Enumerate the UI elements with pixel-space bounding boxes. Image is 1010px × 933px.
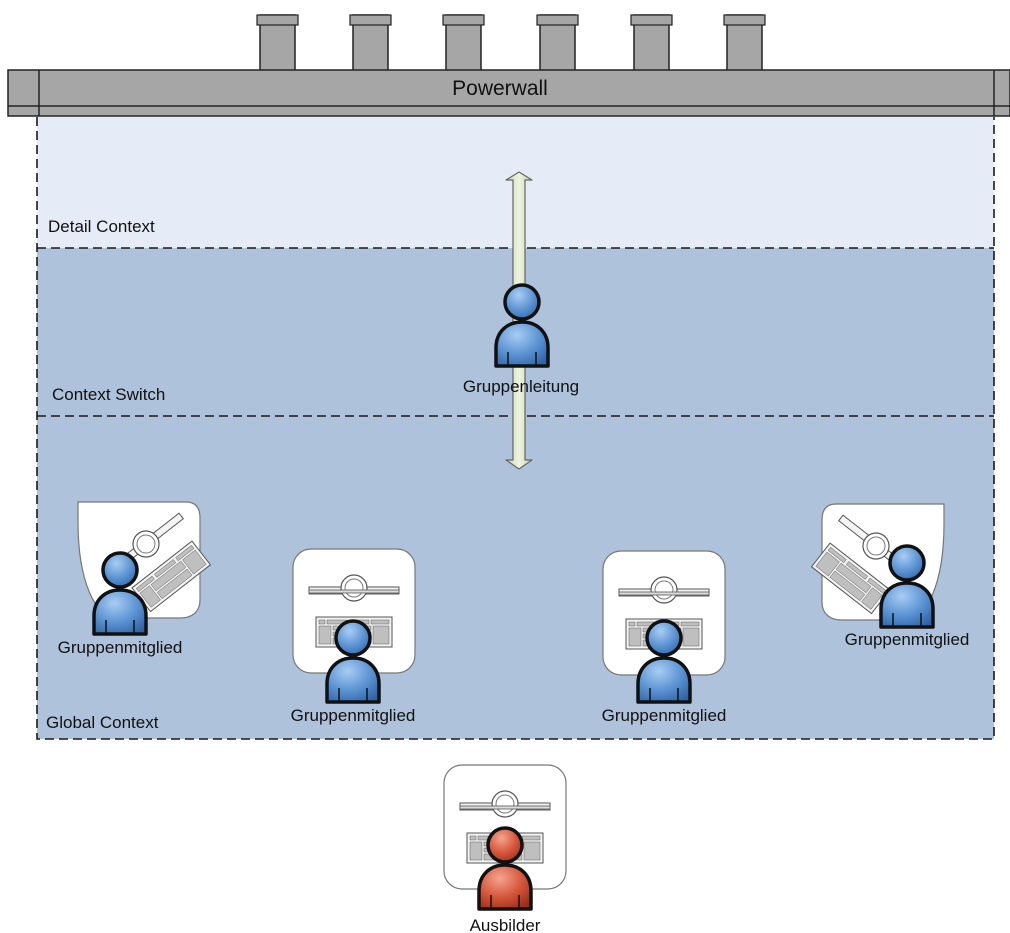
powerwall-screen (7, 69, 1010, 117)
group-member-label-4: Gruppenmitglied (845, 630, 970, 649)
member-workstation-4 (805, 503, 945, 629)
instructor-workstation (443, 764, 567, 911)
projectors (256, 14, 766, 72)
projector-3 (442, 14, 485, 72)
projector-1 (256, 14, 299, 72)
detail-context-label: Detail Context (48, 217, 155, 236)
projector-4 (536, 14, 579, 72)
group-member-label-1: Gruppenmitglied (58, 638, 183, 657)
group-leader-label: Gruppenleitung (463, 377, 579, 396)
projector-2 (349, 14, 392, 72)
context-switch-label: Context Switch (52, 385, 165, 404)
powerwall-label: Powerwall (452, 77, 548, 100)
projector-5 (630, 14, 673, 72)
global-context-label: Global Context (46, 713, 159, 732)
instructor-label: Ausbilder (470, 916, 541, 933)
group-member-label-2: Gruppenmitglied (291, 706, 416, 725)
projector-6 (723, 14, 766, 72)
group-member-label-3: Gruppenmitglied (602, 706, 727, 725)
